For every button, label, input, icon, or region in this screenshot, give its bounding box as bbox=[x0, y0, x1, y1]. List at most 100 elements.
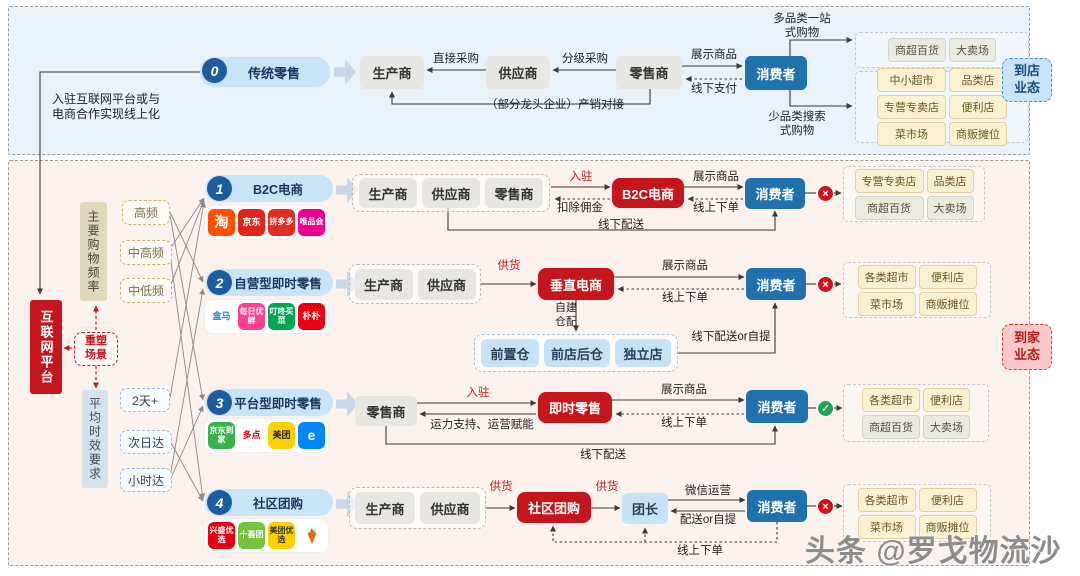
store-box: 菜市场 bbox=[857, 291, 916, 316]
edge-delivery-row1: 线下配送 bbox=[598, 219, 644, 231]
edge-supply-row2: 供货 bbox=[497, 260, 521, 272]
node-standalone-store: 独立店 bbox=[615, 339, 671, 367]
onlineization-note: 入驻互联网平台或与 电商合作实现线上化 bbox=[52, 92, 161, 121]
vipshop-logo-icon: 唯品会 bbox=[298, 209, 325, 236]
model-pill-traditional: 0 传统零售 bbox=[200, 57, 330, 87]
watermark: 头条 @罗戈物流沙龙 bbox=[805, 535, 1062, 568]
edge-show-goods-top: 展示商品 bbox=[691, 49, 737, 61]
tag-to-home: 到家 业态 bbox=[1002, 324, 1052, 370]
freq-option-high: 高频 bbox=[122, 200, 170, 225]
node-consumer-row3: 消费者 bbox=[746, 390, 808, 423]
chain-row4: 生产商 供应商 bbox=[349, 487, 486, 529]
store-box: 大卖场 bbox=[949, 38, 996, 62]
node-consumer-row2: 消费者 bbox=[746, 268, 806, 300]
model-badge-0: 0 bbox=[202, 58, 227, 83]
node-producer: 生产商 bbox=[359, 178, 417, 208]
eleme-logo-icon: e bbox=[298, 422, 325, 449]
node-community-groupbuy: 社区团购 bbox=[517, 492, 591, 523]
store-box: 商贩摊位 bbox=[918, 291, 977, 316]
node-supplier: 供应商 bbox=[417, 268, 476, 300]
model-pill-b2c: 1 B2C电商 bbox=[205, 175, 333, 202]
store-box: 便利店 bbox=[918, 487, 977, 512]
edge-multi-category: 多品类一站 式购物 bbox=[773, 13, 831, 40]
store-box: 品类店 bbox=[949, 68, 1007, 92]
node-producer-top: 生产商 bbox=[360, 56, 424, 89]
delivery-time-box: 平均时效要求 bbox=[82, 390, 108, 488]
store-box: 商超百货 bbox=[888, 38, 946, 62]
edge-supply2-row4: 供货 bbox=[595, 481, 619, 493]
edge-delivery-pickup-row2: 线下配送or自提 bbox=[691, 331, 771, 343]
node-supplier: 供应商 bbox=[420, 492, 480, 524]
edge-support-row3: 运力支持、运营赋能 bbox=[430, 419, 534, 431]
model-badge-2: 2 bbox=[207, 270, 232, 295]
edge-prod-sales-link: （部分龙头企业）产销对接 bbox=[486, 99, 624, 111]
carrot-brand-logo-icon bbox=[298, 522, 325, 549]
shopping-frequency-box: 主要购物频率 bbox=[80, 202, 107, 301]
model-pill-self-instant: 2 自营型即时零售 bbox=[205, 269, 333, 296]
logo-strip-community: 兴盛优选 十荟团 美团优选 bbox=[205, 519, 328, 552]
logo-strip-self-instant: 盒马 每日优鲜 叮咚买菜 朴朴 bbox=[205, 300, 328, 333]
node-retailer-row3: 零售商 bbox=[355, 396, 417, 426]
edge-deliver-pick-row4: 配送or自提 bbox=[679, 514, 737, 526]
node-producer: 生产商 bbox=[355, 492, 415, 524]
chain-row2: 生产商 供应商 bbox=[349, 264, 481, 304]
model-pill-platform-instant: 3 平台型即时零售 bbox=[205, 389, 333, 416]
time-option-hourly: 小时达 bbox=[120, 468, 172, 492]
store-group-search: 中小超市 品类店 专营专卖店 便利店 菜市场 商贩摊位 bbox=[855, 68, 1029, 146]
node-producer: 生产商 bbox=[354, 268, 413, 300]
model-title-traditional: 传统零售 bbox=[247, 65, 300, 81]
model-pill-community: 4 社区团购 bbox=[205, 489, 333, 516]
store-box: 各类超市 bbox=[857, 264, 916, 289]
store-box: 商超百货 bbox=[862, 414, 920, 439]
store-group-row3: 各类超市 便利店 商超百货 大卖场 bbox=[843, 384, 989, 442]
reshape-scene-box: 重塑 场景 bbox=[74, 332, 118, 366]
jd-logo-icon: 京东 bbox=[238, 209, 265, 236]
store-box: 商超百货 bbox=[854, 195, 924, 220]
node-vertical-ecommerce: 垂直电商 bbox=[538, 268, 614, 300]
store-box: 商贩摊位 bbox=[949, 122, 1007, 146]
node-supplier: 供应商 bbox=[422, 178, 480, 208]
store-group-row4: 各类超市 便利店 菜市场 商贩摊位 bbox=[843, 484, 991, 542]
edge-order-row2: 线上下单 bbox=[662, 292, 708, 304]
store-box: 便利店 bbox=[949, 95, 1007, 119]
missfresh-logo-icon: 每日优鲜 bbox=[238, 303, 265, 330]
node-consumer-row4: 消费者 bbox=[747, 490, 807, 522]
result-ok-icon: ✓ bbox=[817, 400, 834, 417]
edge-supply1-row4: 供货 bbox=[489, 481, 513, 493]
store-box: 便利店 bbox=[923, 387, 970, 412]
node-retailer-top: 零售商 bbox=[616, 56, 682, 89]
store-box: 品类店 bbox=[926, 168, 974, 193]
edge-join-row1: 入驻 bbox=[569, 171, 593, 183]
edge-order-row1: 线上下单 bbox=[693, 202, 739, 214]
pupu-logo-icon: 朴朴 bbox=[298, 303, 325, 330]
time-option-2days: 2天+ bbox=[120, 388, 170, 412]
edge-few-category: 少品类搜索 式购物 bbox=[768, 111, 826, 138]
edge-wechat-row4: 微信运营 bbox=[685, 485, 731, 497]
hema-logo-icon: 盒马 bbox=[208, 303, 235, 330]
model-badge-3: 3 bbox=[207, 390, 232, 415]
store-box: 菜市场 bbox=[877, 122, 946, 146]
model-badge-4: 4 bbox=[207, 490, 232, 515]
edge-tiered-purchase: 分级采购 bbox=[562, 53, 608, 65]
model-title-self-instant: 自营型即时零售 bbox=[234, 277, 322, 291]
dingdong-logo-icon: 叮咚买菜 bbox=[268, 303, 295, 330]
internet-platform-box: 互联网平台 bbox=[30, 300, 62, 394]
node-retailer: 零售商 bbox=[485, 178, 543, 208]
meituan-youxuan-logo-icon: 美团优选 bbox=[268, 522, 295, 549]
logo-strip-b2c: 淘 京东 拼多多 唯品会 bbox=[205, 206, 328, 239]
node-supplier-top: 供应商 bbox=[486, 56, 550, 89]
store-group-row1: 专营专卖店 品类店 商超百货 大卖场 bbox=[843, 166, 985, 222]
model-title-community: 社区团购 bbox=[252, 497, 303, 511]
node-store-warehouse: 前店后仓 bbox=[544, 339, 610, 367]
store-box: 菜市场 bbox=[857, 514, 916, 539]
edge-order-row4: 线上下单 bbox=[677, 545, 723, 557]
tag-to-store: 到店 业态 bbox=[1002, 58, 1052, 102]
node-b2c-platform: B2C电商 bbox=[612, 178, 684, 208]
edge-show-row3: 展示商品 bbox=[661, 384, 707, 396]
edge-show-row2: 展示商品 bbox=[662, 260, 708, 272]
model-badge-1: 1 bbox=[207, 176, 232, 201]
model-title-platform-instant: 平台型即时零售 bbox=[234, 397, 322, 411]
store-box: 商贩摊位 bbox=[918, 514, 977, 539]
store-box: 大卖场 bbox=[923, 414, 970, 439]
